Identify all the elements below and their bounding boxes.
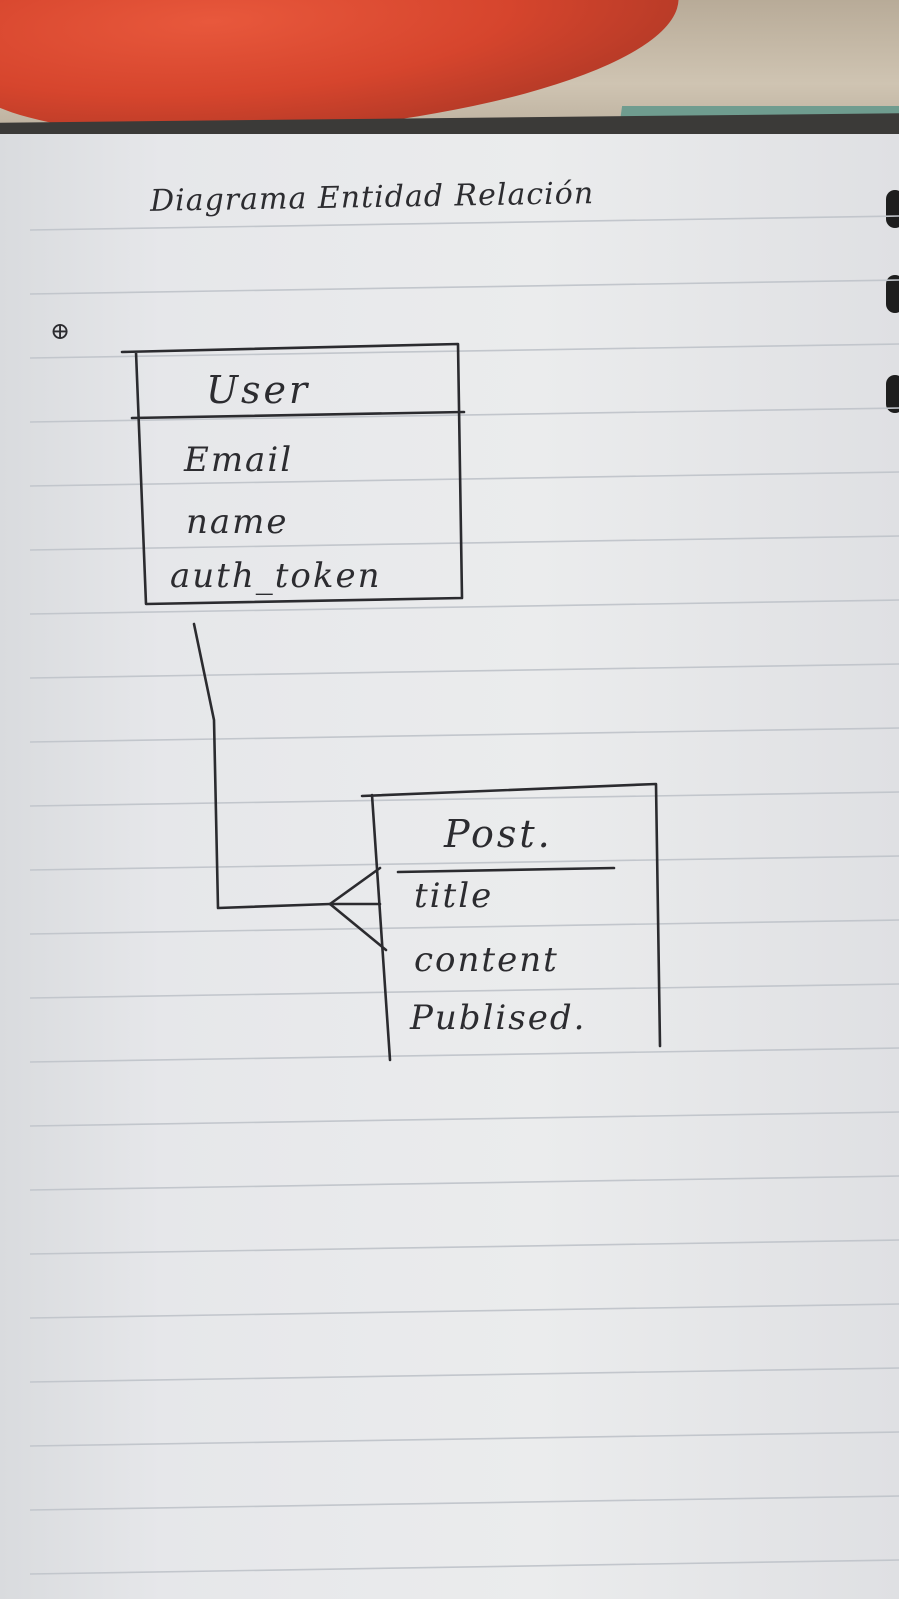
entity-name-user: User (206, 368, 311, 412)
binder-ring (886, 190, 899, 228)
attribute-title: title (414, 876, 494, 916)
attribute-content: content (414, 940, 559, 980)
attribute-published: Publised. (410, 998, 587, 1038)
post-entity-box (360, 782, 662, 1062)
attribute-name: name (186, 502, 289, 542)
binder-ring (886, 375, 899, 413)
binder-ring (886, 275, 899, 313)
entity-name-post: Post. (444, 812, 553, 856)
relationship-line (192, 622, 388, 952)
attribute-email: Email (184, 440, 294, 480)
circle-cross-marker: ⊕ (50, 317, 71, 345)
attribute-auth-token: auth_token (170, 556, 382, 596)
ruled-lines (29, 215, 899, 1575)
notebook-page (0, 134, 899, 1599)
user-entity-box (120, 342, 466, 606)
